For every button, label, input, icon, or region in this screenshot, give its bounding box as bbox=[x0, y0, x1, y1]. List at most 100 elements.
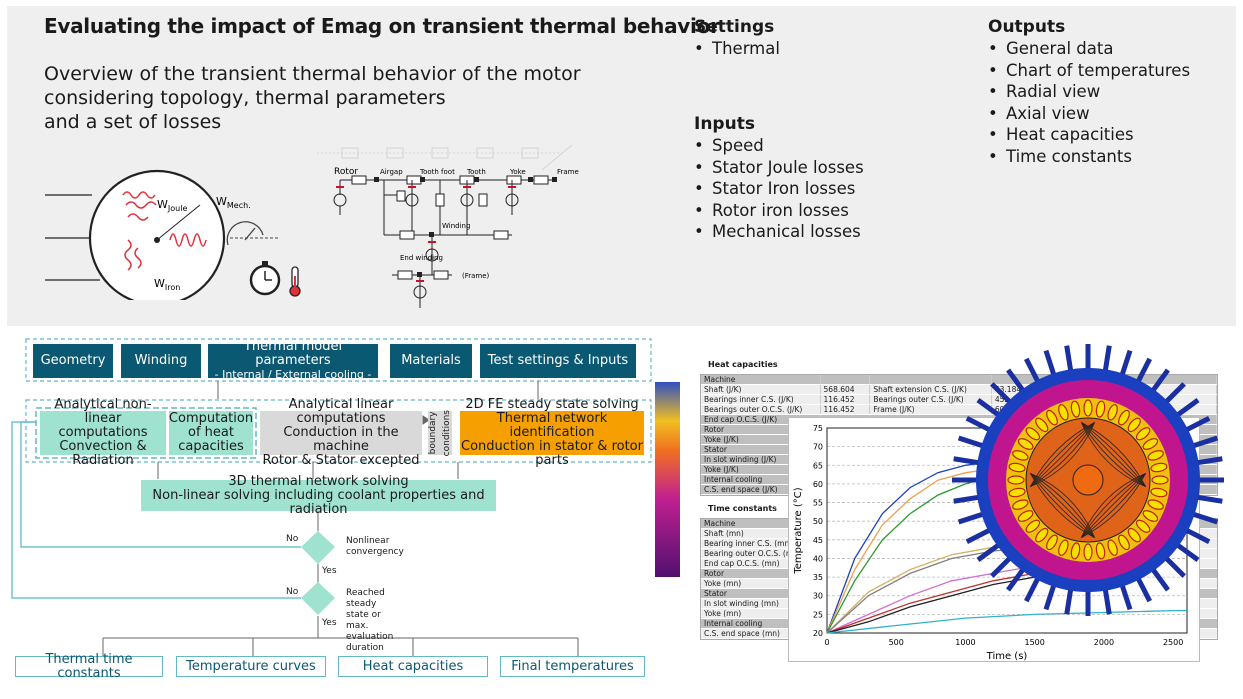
joule-coil-icon bbox=[122, 191, 157, 221]
y-tick-label: 40 bbox=[813, 554, 823, 563]
test-settings-box: Test settings & Inputs bbox=[480, 344, 636, 378]
cooling-fin bbox=[1135, 576, 1152, 603]
table-cell bbox=[992, 445, 1217, 454]
winding-slot bbox=[1058, 404, 1069, 421]
winding-slot bbox=[1095, 542, 1106, 560]
svg-text:Tooth: Tooth bbox=[466, 168, 486, 176]
winding-slot bbox=[1046, 534, 1058, 551]
inputs-list: Speed Stator Joule losses Stator Iron lo… bbox=[694, 135, 864, 243]
outputs-title: Outputs bbox=[988, 17, 1066, 37]
analytical-linear-box: Analytical linear computations Conductio… bbox=[260, 398, 422, 468]
cooling-fin bbox=[1150, 567, 1170, 592]
cooling-fin bbox=[976, 398, 1001, 418]
box-line: Computation bbox=[168, 411, 254, 426]
output-item: Heat capacities bbox=[988, 124, 1190, 146]
x-tick-label: 2000 bbox=[1094, 638, 1114, 647]
winding-slot bbox=[1025, 519, 1041, 533]
cooling-fin bbox=[1191, 435, 1219, 449]
winding-slot bbox=[1127, 417, 1141, 433]
winding-slot bbox=[1135, 519, 1151, 533]
input-item: Rotor iron losses bbox=[694, 200, 864, 222]
winding-slot bbox=[1007, 475, 1025, 485]
fe-solving-box: 2D FE steady state solving Thermal netwo… bbox=[460, 398, 644, 468]
decision1-yes: Yes bbox=[322, 566, 337, 576]
winding-slot bbox=[1035, 417, 1049, 433]
flux-barrier bbox=[1081, 473, 1146, 538]
svg-text:WIron: WIron bbox=[154, 277, 180, 292]
output-heat-capacities: Heat capacities bbox=[338, 656, 488, 677]
settings-item: Thermal bbox=[694, 38, 780, 60]
winding-slot bbox=[1017, 438, 1034, 450]
table-cell: 568.604 bbox=[821, 385, 871, 394]
box-line: 2D FE steady state solving bbox=[465, 397, 639, 412]
cooling-fin bbox=[1164, 556, 1186, 578]
page-title: Evaluating the impact of Emag on transie… bbox=[44, 14, 720, 38]
winding-slot bbox=[1150, 462, 1168, 473]
table-cell: Shaft (J/K) bbox=[701, 385, 821, 394]
analytical-nonlinear-box: Analytical non-linear computations Conve… bbox=[40, 398, 166, 468]
cooling-fin bbox=[1043, 349, 1057, 377]
table-row: Machine bbox=[701, 375, 1217, 385]
box-line: Thermal network identification bbox=[496, 411, 608, 440]
flux-barrier bbox=[1081, 473, 1146, 538]
table-cell bbox=[992, 465, 1217, 474]
winding-slot bbox=[1017, 510, 1034, 522]
geometry-box: Geometry bbox=[33, 344, 113, 378]
winding-slot bbox=[1008, 462, 1026, 473]
y-tick-label: 65 bbox=[813, 461, 823, 470]
cooling-fin bbox=[1164, 382, 1186, 404]
cooling-fin bbox=[990, 382, 1012, 404]
flux-barrier bbox=[1081, 422, 1146, 487]
inputs-title: Inputs bbox=[694, 114, 755, 134]
motor-losses-illustration: WJoule WMech. WIron bbox=[45, 169, 301, 300]
decision1-no: No bbox=[286, 534, 299, 544]
cooling-fin bbox=[953, 494, 980, 504]
flux-barrier bbox=[1081, 422, 1146, 487]
y-tick-label: 60 bbox=[813, 480, 823, 489]
winding-slot bbox=[1118, 534, 1130, 551]
cooling-fin bbox=[1119, 349, 1133, 377]
cooling-fin bbox=[1102, 345, 1112, 372]
flux-barrier bbox=[1081, 473, 1146, 538]
cooling-fin bbox=[1196, 494, 1223, 504]
winding-slot bbox=[1035, 527, 1049, 543]
series-line bbox=[826, 609, 1187, 634]
x-tick-label: 1500 bbox=[1025, 638, 1045, 647]
winding-slot bbox=[1107, 539, 1118, 556]
winding-slot bbox=[1058, 539, 1069, 556]
thermal-network-diagram: Rotor Airgap Tooth foot Tooth Yoke Frame… bbox=[317, 144, 579, 308]
outputs-list: General data Chart of temperatures Radia… bbox=[988, 38, 1190, 168]
cooling-fin bbox=[1175, 542, 1200, 562]
winding-slot bbox=[1083, 399, 1093, 417]
box-line: Analytical non-linear bbox=[54, 397, 152, 426]
winding-slot bbox=[1150, 487, 1168, 498]
cooling-fin bbox=[957, 511, 985, 525]
cooling-fin bbox=[965, 527, 992, 544]
table-cell bbox=[992, 425, 1217, 434]
winding-slot bbox=[1147, 450, 1164, 461]
flux-barrier bbox=[1030, 422, 1095, 487]
table-cell: 63.184 bbox=[992, 385, 1217, 394]
svg-text:WMech.: WMech. bbox=[216, 195, 251, 210]
table-cell bbox=[821, 375, 871, 384]
x-axis-label: Time (s) bbox=[986, 651, 1028, 662]
winding-slot bbox=[1107, 404, 1118, 421]
svg-text:End winding: End winding bbox=[400, 254, 443, 262]
table-cell bbox=[992, 415, 1217, 424]
cooling-fin bbox=[953, 456, 980, 466]
winding-slot bbox=[1095, 400, 1106, 418]
cooling-fin bbox=[1006, 368, 1026, 393]
boundary-conditions-box: boundary conditions bbox=[428, 410, 452, 456]
settings-list: Thermal bbox=[694, 38, 780, 60]
heat-capacities-title: Heat capacities bbox=[708, 360, 778, 369]
table-cell: Bearings outer O.C.S. (J/K) bbox=[701, 405, 821, 414]
box-line: Rotor & Stator excepted bbox=[262, 453, 420, 468]
flux-barrier bbox=[1030, 473, 1095, 538]
box-line: Non-linear solving including coolant pro… bbox=[152, 487, 485, 517]
y-tick-label: 55 bbox=[813, 499, 823, 508]
cooling-fin bbox=[965, 416, 992, 433]
x-tick-label: 0 bbox=[824, 638, 829, 647]
y-tick-label: 25 bbox=[813, 610, 823, 619]
flux-barrier bbox=[1030, 473, 1095, 538]
